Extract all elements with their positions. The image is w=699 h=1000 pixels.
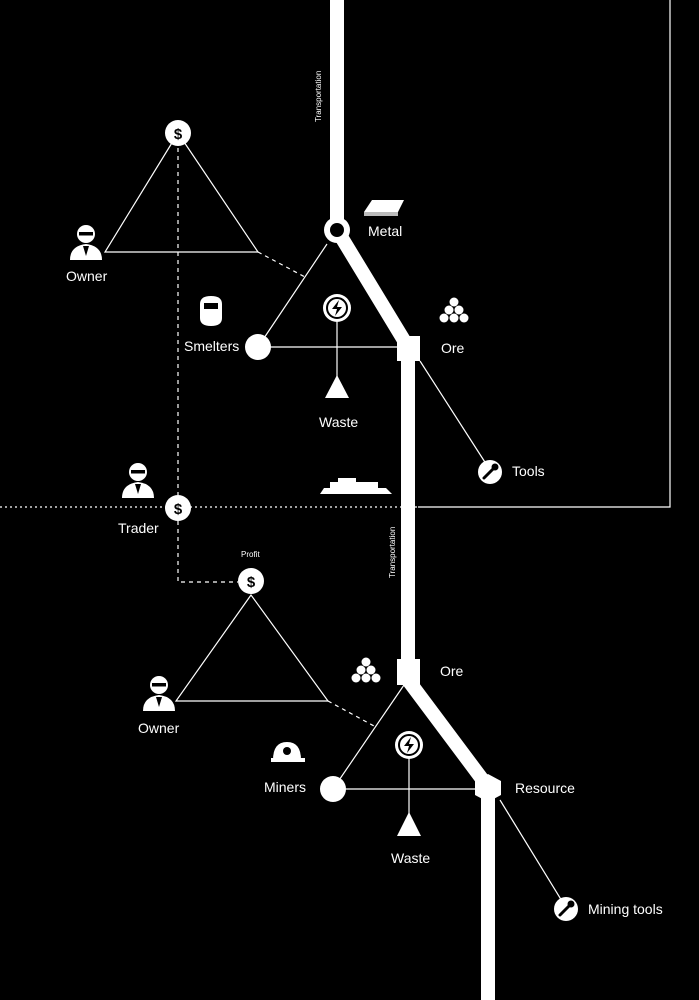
smelters-node	[245, 334, 271, 360]
wrench-icon-top	[478, 460, 502, 484]
mining-helmet-icon	[271, 742, 305, 762]
ore-top-label: Ore	[441, 340, 465, 356]
profit-label: Profit	[241, 550, 260, 559]
ore-node-top	[397, 336, 420, 361]
owner-to-miners-dashed	[327, 700, 375, 727]
metal-ingot-icon	[364, 200, 404, 216]
wrench-icon-bottom	[554, 897, 578, 921]
dollar-icon-top: $	[165, 120, 191, 146]
transportation-label-middle: Transportation	[388, 527, 397, 578]
metal-label: Metal	[368, 223, 402, 239]
ore-to-tools-line	[419, 360, 491, 471]
resource-node	[475, 774, 501, 802]
miners-label: Miners	[264, 779, 306, 795]
ore-pile-icon-top	[439, 297, 469, 323]
welding-mask-icon	[200, 296, 222, 326]
smelters-label: Smelters	[184, 338, 239, 354]
ore-bottom-label: Ore	[440, 663, 464, 679]
waste-bottom-label: Waste	[391, 850, 430, 866]
resource-label: Resource	[515, 780, 575, 796]
person-sunglasses-icon-bottom	[143, 676, 175, 711]
person-sunglasses-icon-trader	[122, 463, 154, 498]
miners-node	[320, 776, 346, 802]
lightning-icon-top	[323, 294, 351, 322]
owner-bottom-triangle	[174, 593, 330, 702]
svg-text:$: $	[247, 574, 256, 591]
owner-top-label: Owner	[66, 268, 108, 284]
ore-pile-icon-bottom	[351, 657, 381, 683]
dollar-icon-trader: $	[165, 495, 191, 521]
transportation-route	[330, 0, 495, 1000]
owner-top-triangle	[103, 131, 260, 253]
waste-triangle-icon-bottom	[397, 812, 421, 836]
ore-node-bottom	[397, 659, 420, 685]
person-sunglasses-icon	[70, 225, 102, 260]
tools-label: Tools	[512, 463, 545, 479]
ship-icon	[320, 478, 392, 494]
svg-text:$: $	[174, 126, 183, 143]
dollar-icon-profit: $	[238, 568, 264, 594]
transportation-label-top: Transportation	[314, 71, 323, 122]
lightning-icon-bottom	[395, 731, 423, 759]
owner-bottom-label: Owner	[138, 720, 180, 736]
miners-to-ore-line	[332, 684, 405, 790]
svg-text:$: $	[174, 501, 183, 518]
region-frame	[418, 0, 671, 508]
waste-triangle-icon-top	[325, 375, 349, 398]
resource-to-mining-tools-line	[499, 799, 566, 907]
owner-to-smelters-dashed	[257, 251, 306, 278]
waste-top-label: Waste	[319, 414, 358, 430]
mining-tools-label: Mining tools	[588, 901, 663, 917]
smelters-to-metal-line	[257, 243, 328, 348]
metal-node-hole	[330, 223, 344, 237]
trader-label: Trader	[118, 520, 159, 536]
